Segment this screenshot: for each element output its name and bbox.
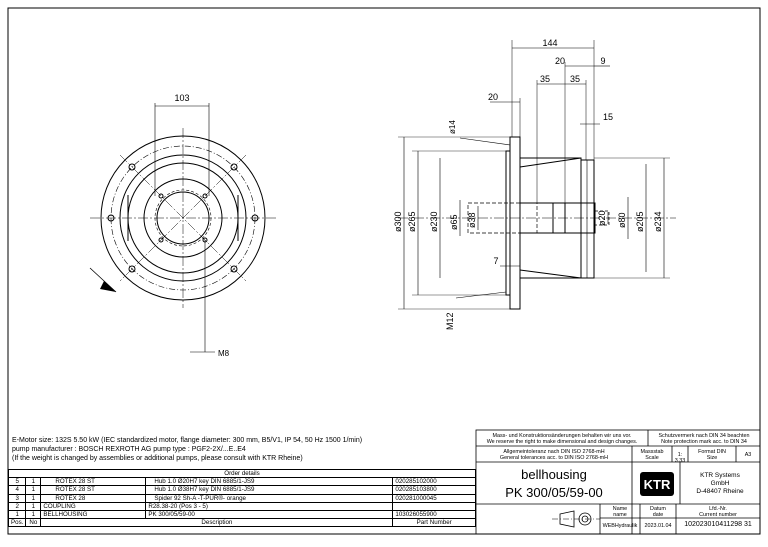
pump-hole-1: [158, 193, 164, 199]
tolerance-notice: Allgemeintoleranz nach DIN ISO 2768-mH G…: [499, 449, 609, 461]
m12-leader: [455, 291, 507, 299]
spigot-step: [505, 150, 511, 296]
title-block-frame: [475, 429, 761, 535]
dim-35a-text: 35: [540, 74, 550, 84]
motor-note: E-Motor size: 132S 5.50 kW (IEC standard…: [12, 437, 363, 444]
format-value: A3: [744, 452, 752, 458]
pump-hole-2: [202, 193, 208, 199]
dim-103-text: 103: [174, 93, 189, 103]
date-value: 2023.01.04: [644, 523, 672, 529]
side-view: [398, 40, 676, 310]
center-line-d2: [119, 154, 247, 282]
dim-dia234-text: ø234: [653, 211, 663, 232]
dim-m12-text: M12: [445, 312, 455, 330]
dim-dia65-text: ø65: [449, 214, 459, 230]
dim-144-text: 144: [542, 38, 557, 48]
format-label: Format DIN Size: [698, 449, 726, 461]
protection-notice: Schutzvermerk nach DIN 34 beachten Note …: [658, 433, 750, 445]
current-number-value: 102023010411298 31: [684, 521, 752, 528]
change-notice: Mass- und Konstruktionsänderungen behalt…: [486, 433, 638, 445]
dim-dia300-text: ø300: [393, 211, 403, 232]
dim-dia205-text: ø205: [635, 211, 645, 232]
bolt-hole-bl: [128, 265, 136, 273]
bolt-hole-tr: [230, 163, 238, 171]
company-address: KTR Systems GmbH D-48407 Rheine: [696, 472, 744, 495]
dim-m8-text: M8: [218, 349, 230, 358]
flange-plate: [509, 136, 521, 310]
drawing-number: PK 300/05/59-00: [505, 485, 603, 500]
dim-dia38-text: ø38: [467, 212, 477, 228]
bolt-hole-tl: [128, 163, 136, 171]
scale-label: Massstab Scale: [640, 449, 664, 461]
date-label: Datum date: [650, 506, 666, 518]
projection-symbol-icon: [552, 510, 600, 528]
front-view: [89, 103, 276, 353]
dim-9-text: 9: [600, 56, 605, 66]
dim-dia265-text: ø265: [407, 211, 417, 232]
scale-value: 1: 3.33: [674, 452, 686, 464]
cone-top: [519, 157, 582, 168]
ktr-logo: KTR: [640, 472, 674, 496]
dim-15-text: 15: [603, 112, 613, 122]
title-block-grid: [475, 429, 761, 535]
dim-20-top-text: 20: [555, 56, 565, 66]
table-row: 1 1 BELLHOUSING PK 300/05/59-00 10302605…: [7, 509, 476, 520]
current-number-label: Lfd.-Nr. Current number: [699, 506, 737, 518]
drawing-title: bellhousing: [521, 467, 587, 482]
dia14-leader: [459, 137, 511, 146]
view-arrow-line: [89, 267, 117, 293]
dim-dia20-text: ø20: [597, 210, 607, 226]
dim-dia14-text: ø14: [448, 120, 457, 134]
cone-bottom: [519, 269, 582, 279]
table-row: 3 1 ROTEX 28 Spider 92 Sh-A -T-PUR®- ora…: [7, 493, 476, 503]
dim-dia230-text: ø230: [429, 211, 439, 232]
table-row: 2 1 COUPLING R28.38-20 (Pos 3 - 5): [7, 501, 476, 511]
side-dim-texts: 144 20 9 35 35 20 15 7 ø14 ø300 ø265 ø23…: [393, 38, 663, 330]
dim-35b-text: 35: [570, 74, 580, 84]
name-label: Name name: [612, 506, 628, 518]
table-row: 5 1 ROTEX 28 ST Hub 1.0 Ø20H7 key DIN 68…: [7, 477, 476, 487]
sheet-border: [7, 7, 761, 535]
pump-hole-3: [158, 237, 164, 243]
pump-note: pump manufacturer : BOSCH REXROTH AG pum…: [12, 446, 246, 453]
ktr-logo-text: KTR: [644, 477, 671, 492]
name-value: WEBHydraulik: [602, 523, 638, 529]
table-row: 4 1 ROTEX 28 ST Hub 1.0 Ø38H7 key DIN 68…: [7, 485, 476, 495]
order-details-header: Order details: [8, 468, 476, 479]
dim-20-left-text: 20: [488, 92, 498, 102]
dim-7-text: 7: [493, 256, 498, 266]
weight-note: (If the weight is changed by assemblies …: [12, 455, 303, 462]
bolt-hole-br: [230, 265, 238, 273]
dim-dia80-text: ø80: [617, 212, 627, 228]
table-header-row: Pos. No Description Part Number: [7, 518, 476, 528]
pump-flange: [580, 159, 595, 279]
view-arrow-head: [100, 281, 116, 292]
bill-of-materials: Order details 5 1 ROTEX 28 ST Hub 1.0 Ø2…: [7, 468, 476, 528]
